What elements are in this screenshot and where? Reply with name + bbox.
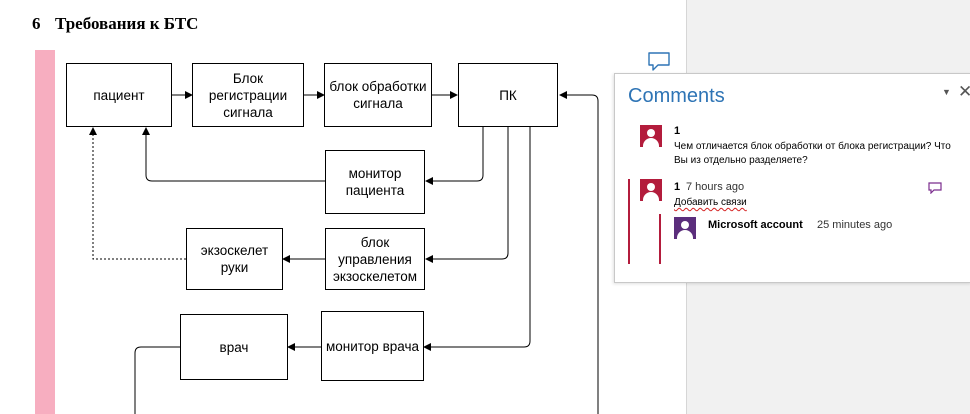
reply-marker (659, 214, 661, 264)
arrow-pc-to-doctor-monitor (423, 127, 531, 351)
reply-author: Microsoft account (708, 219, 803, 231)
comments-pane: Comments ▼ ✕ 1 Чем отличается блок обраб… (614, 73, 970, 283)
arrow-monitor-to-patient (142, 127, 325, 182)
comment-text[interactable]: Чем отличается блок обработки от блока р… (674, 141, 951, 166)
avatar-icon (640, 125, 662, 147)
arrow-pc-to-exo-control (425, 127, 509, 263)
section-title: Требования к БТС (55, 14, 199, 33)
document-page: 6 Требования к БТС пациент Блок регистра… (32, 0, 599, 414)
box-signal-registration: Блок регистрации сигнала (192, 63, 304, 127)
block-diagram-connectors (89, 0, 599, 414)
comment-author: 1 (674, 125, 681, 137)
arrow-pc-to-patient-monitor (425, 127, 484, 185)
box-pc: ПК (458, 63, 558, 127)
thread-marker (628, 179, 630, 264)
box-arm-exoskeleton: экзоскелет руки (186, 228, 283, 290)
dotted-exoskeleton-to-patient (89, 127, 186, 260)
box-signal-processing: блок обработки сигнала (324, 63, 432, 127)
avatar-icon (640, 179, 662, 201)
box-patient: пациент (66, 63, 172, 127)
close-icon[interactable]: ✕ (958, 82, 970, 101)
box-exoskeleton-control: блок управления экзоскелетом (325, 228, 425, 290)
pane-options-icon[interactable]: ▼ (942, 87, 951, 97)
comment-text[interactable]: Добавить связи (674, 197, 747, 208)
comment-bubble-icon[interactable] (646, 50, 672, 74)
arrow-doctor-to-pc-feedback (134, 95, 599, 414)
revision-margin-bar (35, 50, 55, 414)
comments-title: Comments (628, 85, 725, 107)
section-number: 6 (32, 14, 41, 33)
box-doctor: врач (180, 314, 288, 380)
reply-time: 25 minutes ago (817, 219, 893, 231)
comment-time: 7 hours ago (686, 181, 745, 193)
reply-icon[interactable] (927, 181, 943, 194)
box-patient-monitor: монитор пациента (325, 150, 425, 214)
avatar-icon (674, 217, 696, 239)
box-doctor-monitor: монитор врача (321, 311, 424, 381)
comment-author: 1 (674, 181, 681, 193)
